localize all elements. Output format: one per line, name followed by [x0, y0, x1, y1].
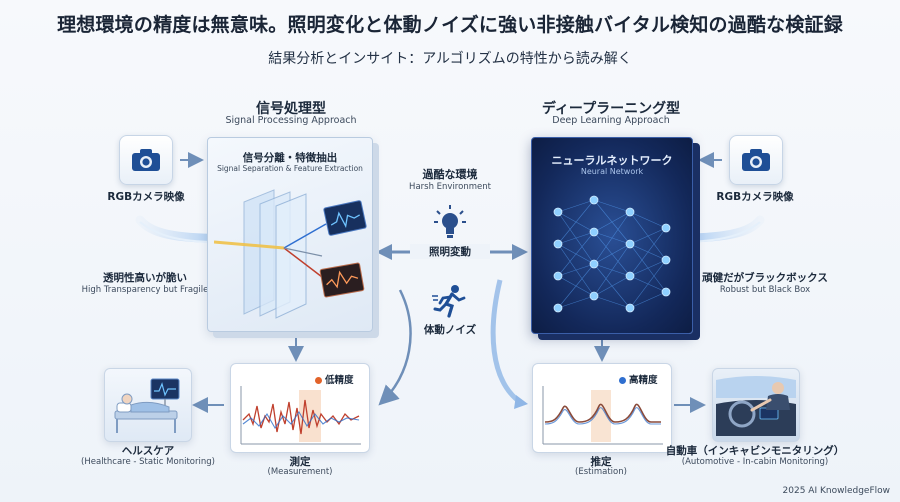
noisy-signal-chart	[240, 386, 361, 445]
measurement-label-jp: 測定	[289, 456, 311, 468]
arrow-noise-to-measurement	[378, 289, 412, 406]
right-camera-tile	[729, 135, 783, 185]
smooth-signal-chart	[542, 386, 663, 445]
dl-trait-jp: 頑健だがブラックボックス	[702, 272, 828, 284]
car-dashboard-icon	[716, 376, 796, 436]
footer-credit: 2025 AI KnowledgeFlow	[782, 486, 890, 496]
automotive-label-jp: 自動車（インキャビンモニタリング）	[665, 445, 845, 457]
sp-trait-en: High Transparency but Fragile	[81, 285, 209, 295]
sp-heading-en: Signal Processing Approach	[225, 115, 357, 126]
light-variation-label: 照明変動	[410, 244, 490, 259]
healthcare-label-en: (Healthcare - Static Monitoring)	[81, 457, 215, 467]
signal-processing-box: 信号分離・特徴抽出 Signal Separation & Feature Ex…	[207, 137, 373, 332]
deep-learning-box: ニューラルネットワーク Neural Network	[531, 137, 693, 334]
low-accuracy-dot	[315, 377, 322, 384]
page-subtitle: 結果分析とインサイト：アルゴリズムの特性から読み解く	[268, 51, 632, 67]
camera-icon	[742, 149, 770, 171]
dl-heading-en: Deep Learning Approach	[552, 115, 670, 126]
sp-box-title-jp: 信号分離・特徴抽出	[242, 152, 338, 164]
page-title: 理想環境の精度は無意味。照明変化と体動ノイズに強い非接触バイタル検知の過酷な検証…	[57, 14, 843, 36]
high-accuracy-text: 高精度	[629, 375, 658, 386]
left-camera-label: RGBカメラ映像	[107, 191, 185, 203]
neural-network-illustration	[553, 195, 671, 313]
right-camera-label: RGBカメラ映像	[716, 191, 794, 203]
estimation-label-jp: 推定	[590, 456, 612, 468]
camera-icon	[132, 149, 160, 171]
high-accuracy-dot	[619, 377, 626, 384]
sp-trait-jp: 透明性高いが脆い	[103, 272, 187, 284]
lightbulb-icon	[434, 205, 466, 238]
sp-heading-jp: 信号処理型	[256, 101, 326, 117]
dl-box-title-en: Neural Network	[580, 167, 644, 176]
estimation-label-en: (Estimation)	[575, 467, 627, 477]
healthcare-tile	[104, 368, 192, 442]
measurement-label-en: (Measurement)	[267, 467, 333, 477]
dl-trait-en: Robust but Black Box	[719, 285, 811, 295]
dl-box-title-jp: ニューラルネットワーク	[551, 154, 673, 167]
running-person-icon	[432, 285, 466, 318]
measurement-panel: 低精度	[230, 363, 370, 453]
glass-layers-illustration	[214, 189, 367, 319]
low-accuracy-badge: 低精度	[315, 372, 354, 386]
healthcare-label-jp: ヘルスケア	[121, 445, 175, 457]
automotive-label-en: (Automotive - In-cabin Monitoring)	[681, 457, 829, 467]
arrow-noise-to-estimation	[490, 279, 522, 405]
left-camera-tile	[119, 135, 173, 185]
harsh-env-en: Harsh Environment	[409, 182, 491, 192]
low-accuracy-text: 低精度	[325, 375, 354, 386]
sp-box-title-en: Signal Separation & Feature Extraction	[217, 164, 363, 173]
motion-noise-label: 体動ノイズ	[423, 324, 477, 336]
high-accuracy-badge: 高精度	[619, 372, 658, 386]
dl-heading-jp: ディープラーニング型	[541, 101, 681, 117]
estimation-panel: 高精度	[532, 363, 672, 453]
hospital-bed-icon	[114, 378, 180, 433]
automotive-tile	[712, 368, 800, 442]
harsh-env-jp: 過酷な環境	[422, 168, 478, 181]
